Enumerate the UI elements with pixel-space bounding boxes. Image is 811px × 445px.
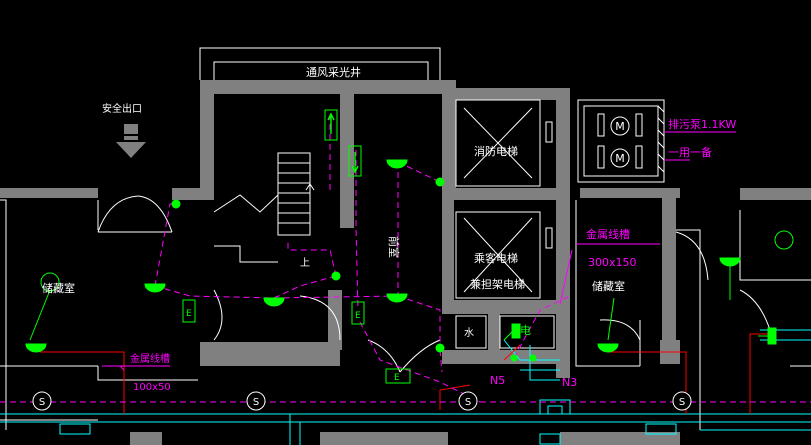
light-fixtures bbox=[25, 159, 777, 362]
switch-icon bbox=[171, 199, 181, 209]
fire-elevator-label: 消防电梯 bbox=[474, 144, 518, 158]
trunking-left-label: 金属线槽 bbox=[130, 352, 170, 365]
light-fixture-icon bbox=[386, 293, 408, 303]
fan-motor-label: M bbox=[615, 152, 625, 165]
safety-exit-label: 安全出口 bbox=[102, 102, 142, 115]
vent-shaft-label: 通风采光井 bbox=[306, 65, 361, 79]
fan-power-label: 排污泵1.1KW bbox=[668, 117, 736, 131]
stretcher-elevator-label: 兼担架电梯 bbox=[470, 277, 525, 291]
white-linework bbox=[0, 47, 811, 430]
front-room-label: 前室 bbox=[387, 236, 401, 258]
switch-icon bbox=[510, 354, 518, 362]
fixture-outlines bbox=[29, 230, 794, 341]
exit-light-box bbox=[351, 301, 365, 325]
smoke-detector-label: S bbox=[465, 397, 471, 408]
evac-sign-box bbox=[324, 109, 338, 141]
magenta-annotations bbox=[102, 131, 736, 371]
green-labels: 电 E E E bbox=[186, 309, 531, 383]
fan-spec-label: 一用一备 bbox=[668, 145, 712, 159]
exit-sign-label: E bbox=[186, 309, 192, 319]
wall-lamp-icon bbox=[767, 327, 777, 345]
smoke-detectors bbox=[32, 391, 692, 411]
exit-sign-label: E bbox=[355, 311, 361, 321]
annotation-labels: 排污泵1.1KW 一用一备 金属线槽 300x150 金属线槽 100x50 N… bbox=[130, 117, 736, 393]
safety-exit-arrow-icon bbox=[116, 124, 146, 158]
cable-tray-ducts bbox=[0, 329, 811, 445]
smoke-detector-labels: S S S S bbox=[39, 397, 685, 408]
smoke-detector-icon bbox=[32, 391, 52, 411]
switch-icon bbox=[435, 177, 445, 187]
fan-motor-icon bbox=[610, 116, 630, 136]
light-fixture-icon bbox=[386, 159, 408, 169]
smoke-detector-label: S bbox=[253, 397, 259, 408]
switch-icon bbox=[529, 354, 537, 362]
tag-n3: N3 bbox=[562, 376, 577, 389]
smoke-detector-icon bbox=[246, 391, 266, 411]
exit-lights bbox=[182, 109, 411, 384]
stair-up-label: 上 bbox=[300, 257, 310, 269]
exit-light-box bbox=[182, 299, 196, 323]
structural-walls bbox=[0, 80, 811, 445]
wall-lamp-icon bbox=[511, 323, 521, 339]
trunking-left-size: 100x50 bbox=[133, 382, 171, 393]
exit-arrows bbox=[327, 112, 359, 174]
tag-n5: N5 bbox=[490, 374, 505, 387]
room-labels: 通风采光井 安全出口 消防电梯 乘客电梯 兼担架电梯 前室 储藏室 储藏室 上 … bbox=[42, 65, 625, 339]
switch-icon bbox=[435, 343, 445, 353]
light-fixture-icon bbox=[144, 283, 166, 293]
trunking-right-label: 金属线槽 bbox=[586, 227, 630, 241]
smoke-detector-icon bbox=[458, 391, 478, 411]
smoke-detector-label: S bbox=[39, 397, 45, 408]
fan-motor-icon bbox=[610, 148, 630, 168]
trunking-right-size: 300x150 bbox=[588, 256, 637, 269]
exit-sign-label: E bbox=[394, 373, 400, 383]
exit-light-box bbox=[385, 368, 411, 384]
storage-left-label: 储藏室 bbox=[42, 281, 75, 295]
light-fixture-icon bbox=[597, 343, 619, 353]
evac-sign-box bbox=[348, 145, 362, 177]
light-fixture-icon bbox=[25, 343, 47, 353]
smoke-detector-label: S bbox=[679, 397, 685, 408]
smoke-detector-icon bbox=[672, 391, 692, 411]
light-fixture-icon bbox=[263, 297, 285, 307]
water-room-label: 水 bbox=[464, 327, 474, 339]
elec-room-label: 电 bbox=[520, 324, 531, 337]
fan-motors: M M bbox=[597, 113, 643, 169]
storage-right-label: 储藏室 bbox=[592, 279, 625, 293]
switch-icon bbox=[331, 271, 341, 281]
fan-motor-label: M bbox=[615, 120, 625, 133]
passenger-elevator-label: 乘客电梯 bbox=[474, 251, 518, 265]
